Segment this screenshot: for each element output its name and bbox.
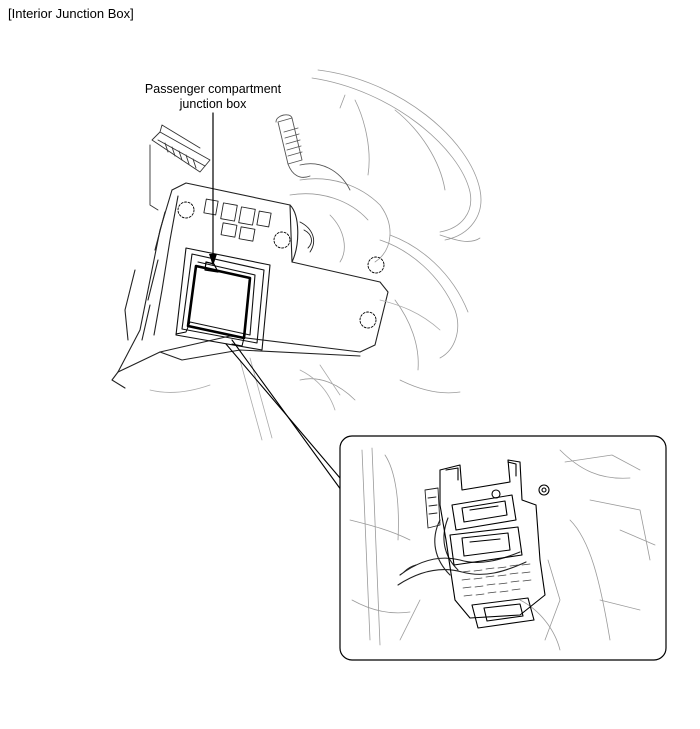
callout-label-line-1: Passenger compartment: [144, 82, 282, 96]
callout-label: Passenger compartment junction box: [128, 82, 298, 112]
mounting-bolt: [491, 489, 501, 499]
junction-box-cover: [175, 261, 252, 347]
clip-marker: [273, 231, 291, 249]
detail-inset: [339, 435, 667, 661]
switch-cluster: [203, 198, 314, 253]
side-clip: [424, 487, 441, 529]
label-leader: [209, 112, 217, 266]
callout-label-line-2: junction box: [179, 97, 247, 111]
callout-wedge: [225, 339, 353, 506]
mounting-nut: [538, 484, 550, 496]
lower-dash-panel: [111, 182, 389, 389]
clip-marker: [359, 311, 377, 329]
fuse-panel-opening: [175, 247, 271, 351]
air-vent: [149, 124, 211, 211]
section-title: [Interior Junction Box]: [8, 6, 134, 21]
dashboard-illustration: [111, 69, 482, 441]
clip-marker: [177, 201, 195, 219]
steering-wheel: [289, 69, 482, 401]
junction-box-body: [439, 459, 550, 629]
fuse-slots: [461, 563, 532, 597]
steering-column: [275, 114, 351, 191]
mounting-clip-markers: [177, 201, 385, 329]
detail-inset-frame: [339, 435, 667, 661]
inset-background: [349, 447, 656, 651]
clip-marker: [367, 256, 385, 274]
lower-structure: [149, 299, 441, 441]
